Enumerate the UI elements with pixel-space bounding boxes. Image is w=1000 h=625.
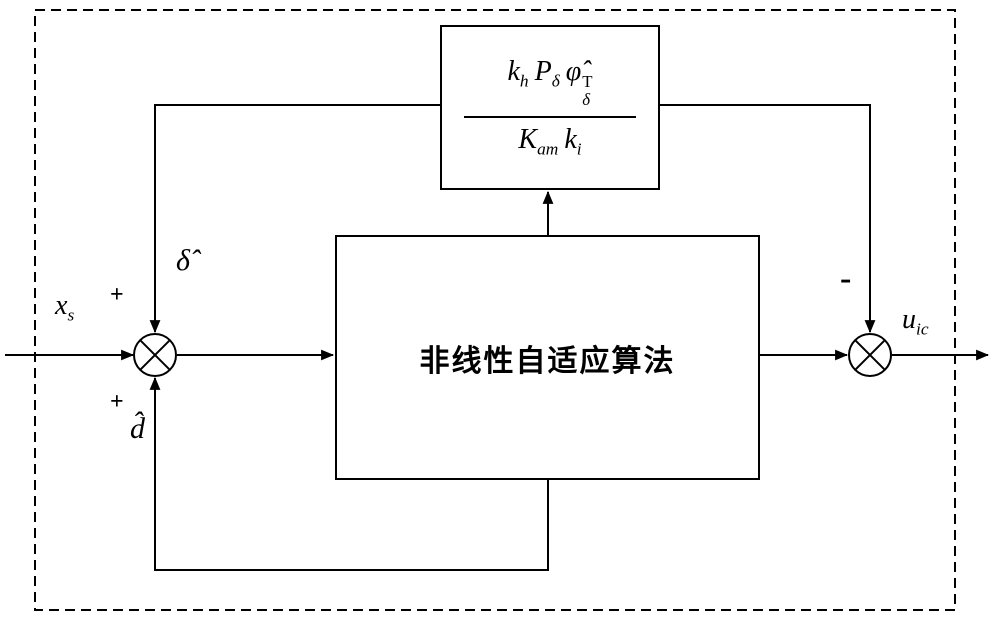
gain-num-term-kh: kh [507,55,529,91]
d-hat-label: d̂ [130,412,145,445]
input-label: xs [55,290,75,325]
gain-num-term-p-delta: Pδ [534,55,560,91]
outer-dashed-border [34,9,956,611]
algorithm-block-label: 非线性自适应算法 [419,343,676,379]
gain-to-right-sum-path [660,104,876,334]
right-sum-junction [848,333,892,377]
fraction-bar [464,115,636,118]
delta-hat-label: δ̂ [176,244,190,277]
left-sum-junction [133,333,177,377]
right-sum-cross-icon [854,339,886,371]
minus-sign: - [840,260,852,297]
gain-den-term-ki: ki [564,123,582,159]
algorithm-block: 非线性自适应算法 [335,235,760,480]
plus-sign-top: + [110,282,124,308]
gain-to-left-sum-path [149,104,440,334]
left-sum-cross-icon [139,339,171,371]
plus-sign-bottom: + [110,389,124,415]
output-label: uic [902,304,929,339]
gain-den-term-kam: Kam [518,123,559,159]
bottom-feedback-path [149,376,549,571]
gain-denominator: Kam ki [515,123,584,159]
